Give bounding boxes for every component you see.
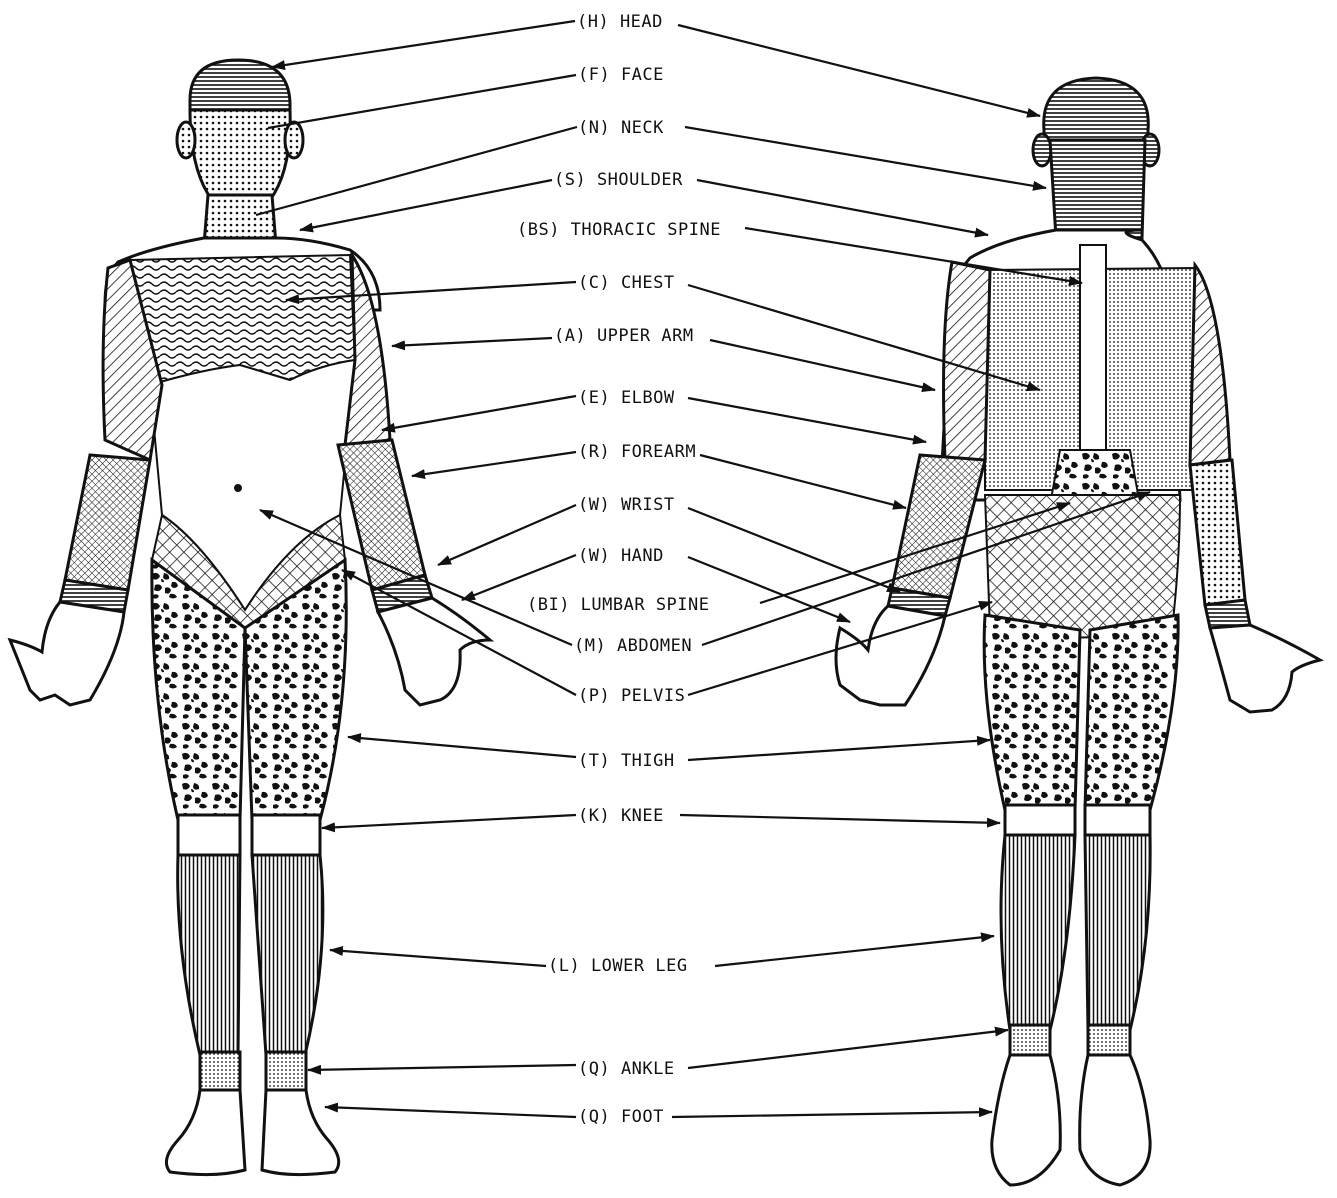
- back-body-figure: [836, 78, 1320, 1185]
- leader-ankle-back: [688, 1030, 1008, 1068]
- leader-upper-arm-front: [392, 338, 552, 346]
- label-face: (F) FACE: [578, 65, 664, 85]
- front-right-knee: [252, 815, 320, 855]
- back-left-lower-leg: [1001, 835, 1075, 1030]
- back-right-lower-leg: [1085, 835, 1150, 1030]
- leader-foot-back: [672, 1112, 992, 1117]
- leader-ankle-front: [308, 1065, 576, 1070]
- leader-head-front: [272, 21, 575, 67]
- front-right-forearm: [338, 440, 425, 590]
- front-body-figure: [10, 60, 490, 1175]
- back-right-forearm: [1190, 460, 1245, 605]
- front-left-hand: [10, 602, 124, 705]
- label-pelvis: (P) PELVIS: [578, 686, 685, 706]
- back-right-knee: [1085, 805, 1150, 835]
- back-left-ear: [1033, 134, 1051, 166]
- back-right-ankle: [1088, 1025, 1130, 1055]
- leader-thigh-front: [348, 737, 576, 757]
- back-left-knee: [1005, 805, 1075, 835]
- leader-elbow-front: [382, 396, 576, 430]
- region-labels: (H) HEAD (F) FACE (N) NECK (S) SHOULDER …: [517, 12, 721, 1127]
- leader-face-front: [268, 75, 576, 128]
- label-chest: (C) CHEST: [578, 273, 675, 293]
- leader-head-back: [678, 25, 1040, 116]
- label-knee: (K) KNEE: [578, 806, 664, 826]
- leader-forearm-front: [412, 452, 576, 476]
- leader-thigh-back: [688, 740, 990, 760]
- leader-shoulder-front: [300, 180, 552, 230]
- back-right-foot: [1080, 1055, 1150, 1185]
- leader-neck-back: [685, 127, 1046, 188]
- front-left-lower-leg: [178, 855, 240, 1055]
- label-head: (H) HEAD: [577, 12, 663, 32]
- label-lower-leg: (L) LOWER LEG: [548, 956, 688, 976]
- label-upper-arm: (A) UPPER ARM: [554, 326, 694, 346]
- back-neck-region: [1050, 140, 1145, 238]
- back-right-wrist: [1205, 600, 1250, 628]
- back-left-thigh: [984, 615, 1080, 810]
- leader-forearm-back: [700, 455, 906, 508]
- label-elbow: (E) ELBOW: [578, 388, 675, 408]
- front-head-region: [190, 60, 290, 112]
- label-abdomen: (M) ABDOMEN: [574, 636, 692, 656]
- front-left-forearm: [65, 455, 150, 590]
- front-right-lower-leg: [252, 855, 323, 1055]
- front-left-ankle: [200, 1052, 240, 1092]
- back-right-upper-arm: [1190, 265, 1230, 465]
- leader-wrist-back: [688, 508, 900, 592]
- leader-lower-leg-front: [330, 950, 546, 966]
- label-foot: (Q) FOOT: [578, 1107, 664, 1127]
- leader-elbow-back: [688, 398, 926, 442]
- back-thoracic-spine-region: [1080, 245, 1106, 455]
- leader-knee-front: [322, 815, 576, 828]
- label-lumbar-spine: (BI) LUMBAR SPINE: [527, 595, 710, 615]
- back-left-foot: [992, 1055, 1060, 1185]
- back-left-upper-arm: [944, 262, 990, 460]
- front-right-ankle: [266, 1052, 306, 1092]
- back-left-ankle: [1010, 1025, 1050, 1055]
- label-shoulder: (S) SHOULDER: [554, 170, 683, 190]
- leader-lower-leg-back: [715, 936, 994, 966]
- leader-hand-front: [462, 555, 576, 600]
- label-wrist: (W) WRIST: [578, 495, 675, 515]
- front-navel: [234, 484, 242, 492]
- back-left-forearm: [892, 455, 985, 598]
- front-right-foot: [262, 1090, 339, 1175]
- front-left-foot: [166, 1090, 245, 1175]
- leader-shoulder-back: [697, 180, 988, 235]
- leader-foot-front: [325, 1107, 576, 1117]
- front-right-ear: [285, 122, 303, 158]
- label-forearm: (R) FOREARM: [578, 442, 696, 462]
- label-thigh: (T) THIGH: [578, 751, 675, 771]
- label-neck: (N) NECK: [578, 118, 664, 138]
- back-pelvis-region: [985, 495, 1180, 638]
- leader-knee-back: [680, 815, 1000, 823]
- front-left-ear: [177, 122, 195, 158]
- back-right-hand: [1210, 625, 1320, 712]
- front-left-knee: [178, 815, 240, 855]
- front-right-hand: [378, 598, 490, 705]
- label-ankle: (Q) ANKLE: [578, 1059, 675, 1079]
- label-thoracic-spine: (BS) THORACIC SPINE: [517, 220, 721, 240]
- back-right-thigh: [1085, 615, 1178, 810]
- leader-hand-back: [688, 557, 850, 622]
- label-hand: (W) HAND: [578, 546, 664, 566]
- leader-wrist-front: [438, 505, 576, 565]
- back-head-region: [1044, 78, 1149, 140]
